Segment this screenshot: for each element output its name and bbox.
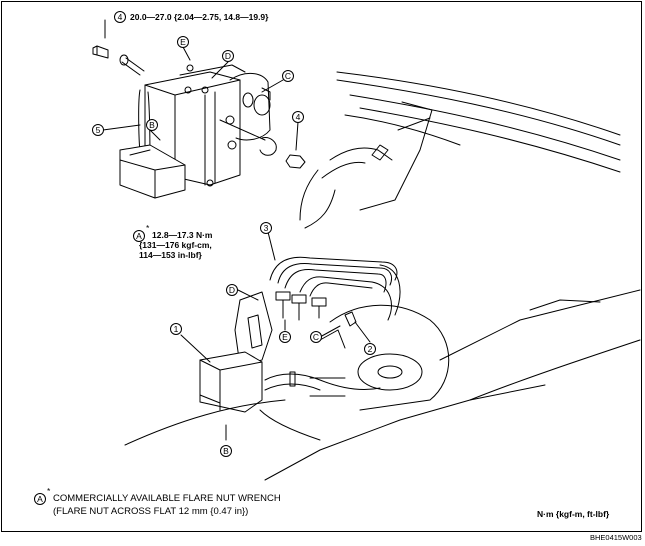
callout-C-bot: C xyxy=(310,331,322,343)
leaders-lower xyxy=(180,231,371,441)
callout-E-bot: E xyxy=(279,331,291,343)
svg-text:D: D xyxy=(225,51,231,61)
torque-mid-asterisk: * xyxy=(146,223,150,233)
svg-text:E: E xyxy=(282,332,288,342)
svg-text:5: 5 xyxy=(96,125,101,135)
svg-text:E: E xyxy=(180,37,186,47)
callout-3: 3 xyxy=(260,222,272,234)
torque-mid-line2: {131—176 kgf-cm, xyxy=(139,240,212,250)
svg-text:4: 4 xyxy=(296,112,301,122)
callout-5: 5 xyxy=(92,124,104,136)
leaders-upper xyxy=(102,19,299,151)
callout-C-top: C xyxy=(282,70,294,82)
callout-B-top: B xyxy=(146,119,158,131)
callout-2: 2 xyxy=(364,343,376,355)
svg-text:B: B xyxy=(149,120,155,130)
torque-mid-line3: 114—153 in-lbf} xyxy=(139,250,203,260)
svg-text:3: 3 xyxy=(264,223,269,233)
footnote-line-1: COMMERCIALLY AVAILABLE FLARE NUT WRENCH xyxy=(53,493,281,504)
callout-E-top: E xyxy=(177,36,189,48)
figure-code: BHE0415W003 xyxy=(590,533,642,542)
svg-text:C: C xyxy=(313,332,319,342)
footnote-tool-mark: A xyxy=(34,493,46,505)
callout-A-mid: A xyxy=(133,230,145,242)
callout-D-bot: D xyxy=(226,284,238,296)
svg-text:A: A xyxy=(37,494,43,504)
diagram-border xyxy=(1,1,642,532)
svg-text:1: 1 xyxy=(174,324,179,334)
callout-D-top: D xyxy=(222,50,234,62)
hydraulic-unit-assembly xyxy=(92,45,306,199)
vehicle-body-upper xyxy=(299,71,621,229)
svg-text:A: A xyxy=(136,231,142,241)
callout-B-bot: B xyxy=(220,445,232,457)
torque-mid-line1: 12.8—17.3 N·m xyxy=(152,230,213,240)
svg-text:B: B xyxy=(223,446,229,456)
footnote-line-2: (FLARE NUT ACROSS FLAT 12 mm {0.47 in}) xyxy=(53,506,249,517)
callout-4-top: 4 xyxy=(114,11,126,23)
callout-1: 1 xyxy=(170,323,182,335)
lower-assembly xyxy=(124,256,641,481)
unit-legend: N·m {kgf-m, ft-lbf} xyxy=(537,509,610,519)
svg-text:2: 2 xyxy=(368,344,373,354)
svg-text:4: 4 xyxy=(118,12,123,22)
torque-top-value: 20.0—27.0 {2.04—2.75, 14.8—19.9} xyxy=(130,12,269,22)
footnote-asterisk: * xyxy=(47,486,51,496)
callout-4-right: 4 xyxy=(292,111,304,123)
svg-text:C: C xyxy=(285,71,291,81)
svg-text:D: D xyxy=(229,285,235,295)
